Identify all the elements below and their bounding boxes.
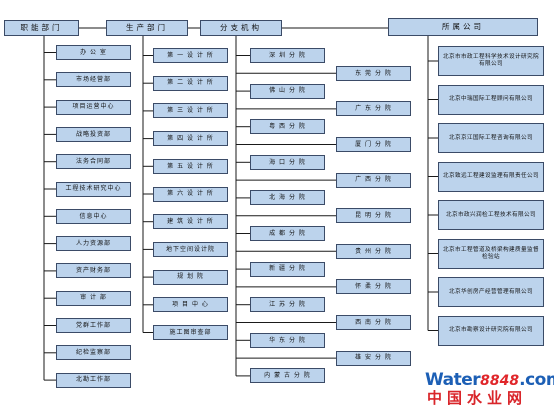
subsidiary-6: 北京市工程管道及桥梁构建质量监督检验站	[438, 238, 544, 269]
production-dept-6: 第 六 设 计 所	[153, 186, 228, 202]
production-dept-5: 第 五 设 计 所	[153, 158, 228, 174]
functional-dept-12: 纪检监察部	[56, 345, 131, 361]
branch-office-17: 华 东 分 院	[250, 332, 325, 348]
functional-dept-8: 人力资源部	[56, 236, 131, 252]
watermark-number: 8848	[480, 373, 520, 389]
production-dept-11: 施工图审查部	[153, 325, 228, 340]
subsidiary-8: 北京市勘察设计研究院有限公司	[438, 315, 544, 346]
functional-dept-5: 法务合同部	[56, 154, 131, 170]
functional-dept-7: 信息中心	[56, 208, 131, 224]
branch-office-1: 深 圳 分 院	[250, 48, 325, 63]
branch-office-15: 江 苏 分 院	[250, 297, 325, 313]
production-dept-2: 第 二 设 计 所	[153, 75, 228, 91]
subsidiary-7: 北京华创房产经营管理有限公司	[438, 277, 544, 307]
production-dept-3: 第 三 设 计 所	[153, 103, 228, 119]
watermark-dotcom: .com	[519, 370, 554, 390]
subsidiary-2: 北京中瑞国际工程顾问有限公司	[438, 84, 544, 115]
functional-dept-11: 党群工作部	[56, 318, 131, 333]
watermark: Water8848.com 中国水业网	[425, 370, 554, 407]
production-dept-8: 地下空间设计院	[153, 241, 228, 257]
branch-office-13: 新 疆 分 院	[250, 261, 325, 277]
functional-dept-9: 资产财务部	[56, 263, 131, 279]
functional-dept-2: 市场经营部	[56, 72, 131, 88]
column-head-functional: 职能部门	[4, 20, 79, 36]
functional-dept-4: 战略投资部	[56, 126, 131, 142]
watermark-word: Water	[425, 370, 481, 390]
functional-dept-10: 审 计 部	[56, 290, 131, 306]
branch-office-19: 内 蒙 古 分 院	[250, 368, 325, 384]
watermark-cn: 中国水业网	[427, 389, 528, 407]
branch-office-4: 广 东 分 院	[336, 101, 411, 117]
column-head-production: 生产部门	[106, 20, 188, 36]
column-head-subsidiaries: 所属公司	[388, 18, 538, 36]
branch-office-2: 东 莞 分 院	[336, 65, 411, 81]
functional-dept-3: 项目运营中心	[56, 99, 131, 115]
production-dept-10: 项 目 中 心	[153, 297, 228, 313]
branch-office-14: 怀 柔 分 院	[336, 279, 411, 295]
production-dept-9: 规 划 院	[153, 269, 228, 285]
branch-office-8: 广 西 分 院	[336, 172, 411, 188]
subsidiary-4: 北京致远工程建设监理有限责任公司	[438, 161, 544, 192]
branch-office-16: 西 南 分 院	[336, 315, 411, 330]
branch-office-9: 北 海 分 院	[250, 190, 325, 206]
production-dept-7: 建 筑 设 计 所	[153, 214, 228, 230]
branch-office-7: 海 口 分 院	[250, 154, 325, 170]
subsidiary-1: 北京市市政工程科学技术设计研究院有限公司	[438, 46, 544, 76]
branch-office-11: 成 都 分 院	[250, 226, 325, 241]
production-dept-1: 第 一 设 计 所	[153, 48, 228, 63]
functional-dept-6: 工程技术研究中心	[56, 181, 131, 197]
branch-office-12: 贵 州 分 院	[336, 243, 411, 259]
subsidiary-3: 北京京江国际工程咨询有限公司	[438, 123, 544, 153]
branch-office-10: 昆 明 分 院	[336, 208, 411, 224]
functional-dept-1: 办 公 室	[56, 45, 131, 60]
subsidiary-5: 北京市政兴润检工程技术有限公司	[438, 200, 544, 230]
watermark-logo: Water8848.com	[425, 370, 554, 390]
functional-dept-13: 北勘工作部	[56, 372, 131, 388]
branch-office-3: 佛 山 分 院	[250, 83, 325, 99]
branch-office-6: 厦 门 分 院	[336, 137, 411, 152]
column-head-branches: 分支机构	[200, 20, 282, 36]
branch-office-5: 粤 西 分 院	[250, 119, 325, 135]
production-dept-4: 第 四 设 计 所	[153, 131, 228, 147]
branch-office-18: 雄 安 分 院	[336, 350, 411, 366]
